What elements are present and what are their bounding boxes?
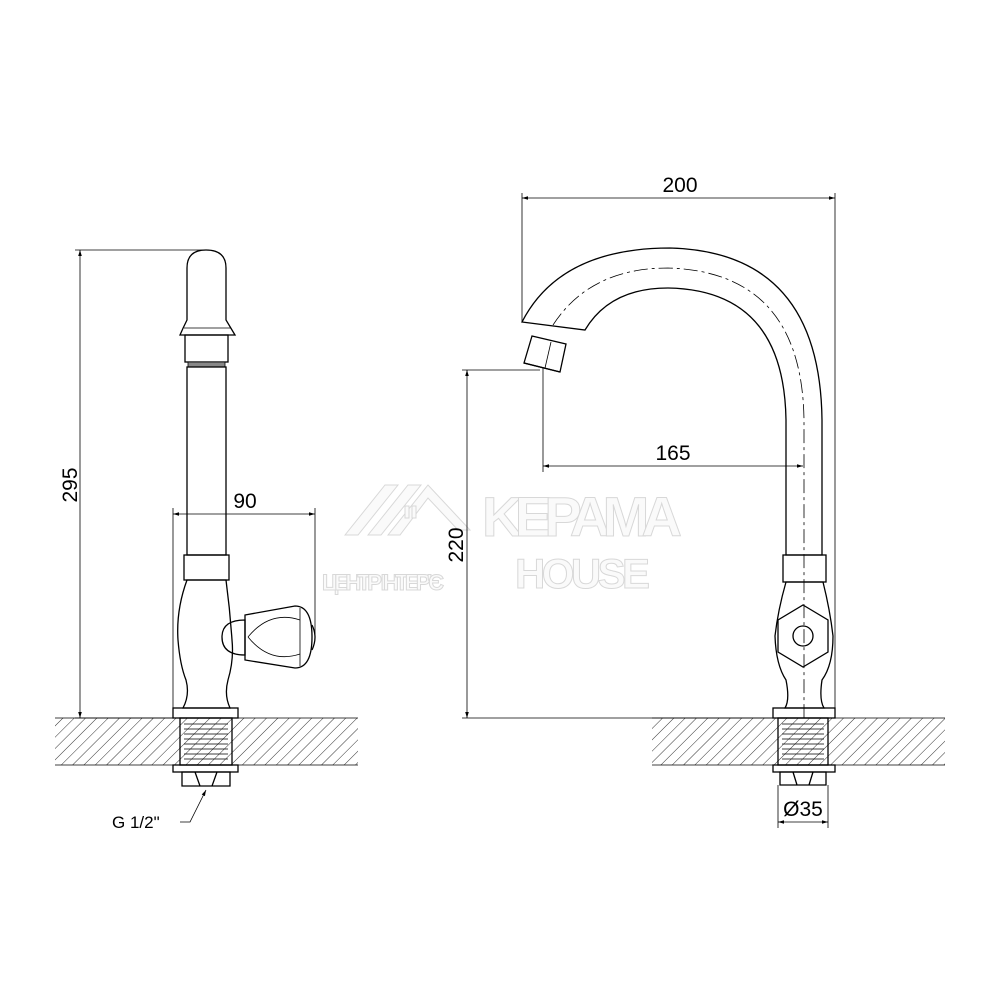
nut-left — [181, 771, 231, 787]
handle — [221, 605, 316, 669]
side-view: 295 90 G 1/2" — [55, 249, 358, 832]
front-view: 200 165 220 Ø35 — [445, 174, 945, 828]
watermark-brand: KEPAMA — [482, 485, 682, 548]
nut-right — [779, 771, 827, 786]
ring — [183, 554, 230, 581]
pipe — [186, 366, 227, 556]
countertop-left — [55, 718, 358, 765]
dim-diameter-35: Ø35 — [783, 798, 823, 821]
valve-body — [177, 579, 234, 709]
dim-295: 295 — [59, 467, 82, 502]
dim-165: 165 — [655, 442, 690, 465]
watermark-house: HOUSE — [515, 550, 650, 597]
dim-220: 220 — [445, 527, 468, 562]
thread-label: G 1/2" — [112, 813, 160, 832]
countertop-right — [652, 718, 945, 765]
spout — [520, 247, 823, 718]
spout-head — [179, 249, 237, 368]
watermark-logo: KEPAMA HOUSE ЦЕНТР ІНТЕР'Є — [322, 484, 683, 598]
dim-200: 200 — [662, 174, 697, 197]
watermark-tagline: ЦЕНТР ІНТЕР'Є — [322, 570, 444, 595]
dim-90: 90 — [233, 490, 256, 513]
